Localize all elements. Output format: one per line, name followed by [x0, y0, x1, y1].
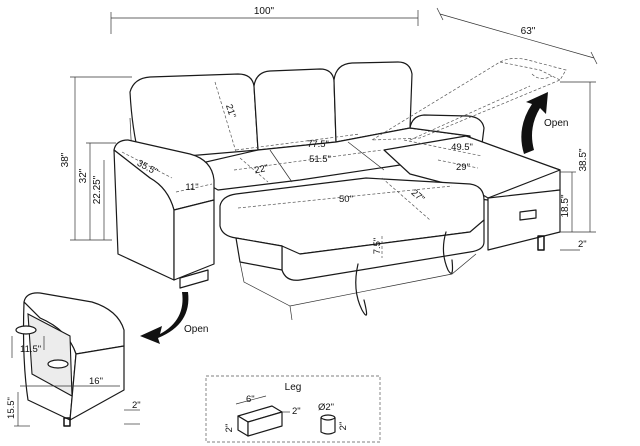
- sofa-back: [129, 61, 413, 201]
- svg-text:16": 16": [89, 376, 103, 387]
- chaise-open-lid: [370, 58, 567, 141]
- svg-text:2": 2": [578, 239, 587, 250]
- svg-text:29": 29": [456, 162, 470, 173]
- storage-arm-detail: [15, 292, 125, 427]
- svg-text:51.5": 51.5": [309, 154, 331, 165]
- svg-text:22.25": 22.25": [92, 175, 103, 204]
- svg-text:50": 50": [339, 194, 353, 205]
- chaise-height-dimensions: 38.5" 18.5" 2": [560, 81, 596, 251]
- open-arrow-chaise: Open: [521, 92, 568, 154]
- svg-text:Ø2": Ø2": [318, 402, 334, 413]
- svg-text:100": 100": [254, 6, 275, 17]
- rect-leg: 6" 2" 2": [224, 394, 301, 437]
- svg-text:2": 2": [224, 424, 235, 433]
- svg-text:6": 6": [246, 394, 255, 405]
- seat-dimensions: 77.5" 51.5" 22": [233, 133, 383, 183]
- pullout-sleeper: [219, 177, 485, 321]
- chaise: [383, 114, 561, 251]
- svg-text:11.5": 11.5": [20, 344, 41, 355]
- svg-text:Open: Open: [184, 324, 208, 335]
- svg-text:18.5": 18.5": [560, 194, 571, 217]
- arm-height-dimension: 22.25": [70, 160, 112, 241]
- svg-text:Open: Open: [544, 118, 568, 129]
- svg-text:15.5": 15.5": [6, 397, 17, 419]
- round-leg: Ø2" 2": [318, 402, 349, 435]
- chaise-depth-dimension: 63": [436, 7, 598, 65]
- svg-text:7.5": 7.5": [372, 238, 383, 255]
- chaise-seat-dimensions: 49.5" 29": [403, 139, 483, 173]
- storage-arm-dimensions: 11.5" 16" 15.5" 2": [6, 336, 141, 427]
- svg-text:77.5": 77.5": [307, 139, 329, 150]
- svg-text:49.5": 49.5": [451, 142, 473, 153]
- seat-height-dimension: 32": [78, 142, 116, 240]
- svg-text:32": 32": [78, 168, 89, 183]
- svg-text:11": 11": [185, 182, 198, 193]
- open-arrow-arm: Open: [140, 292, 208, 344]
- svg-text:2": 2": [338, 422, 349, 431]
- back-height-dimension: 38": [60, 76, 132, 240]
- svg-text:Leg: Leg: [285, 382, 302, 393]
- overall-width-dimension: 100": [110, 6, 419, 34]
- svg-text:2": 2": [292, 406, 301, 417]
- svg-text:21": 21": [223, 103, 238, 120]
- svg-text:2": 2": [132, 400, 141, 411]
- leg-detail-box: Leg: [205, 375, 381, 443]
- svg-text:38": 38": [60, 152, 71, 167]
- svg-text:63": 63": [521, 26, 536, 37]
- svg-text:38.5": 38.5": [578, 148, 589, 171]
- left-arm: [113, 139, 215, 289]
- back-cushion-dimension: 21": [214, 81, 238, 153]
- svg-text:22": 22": [254, 163, 270, 177]
